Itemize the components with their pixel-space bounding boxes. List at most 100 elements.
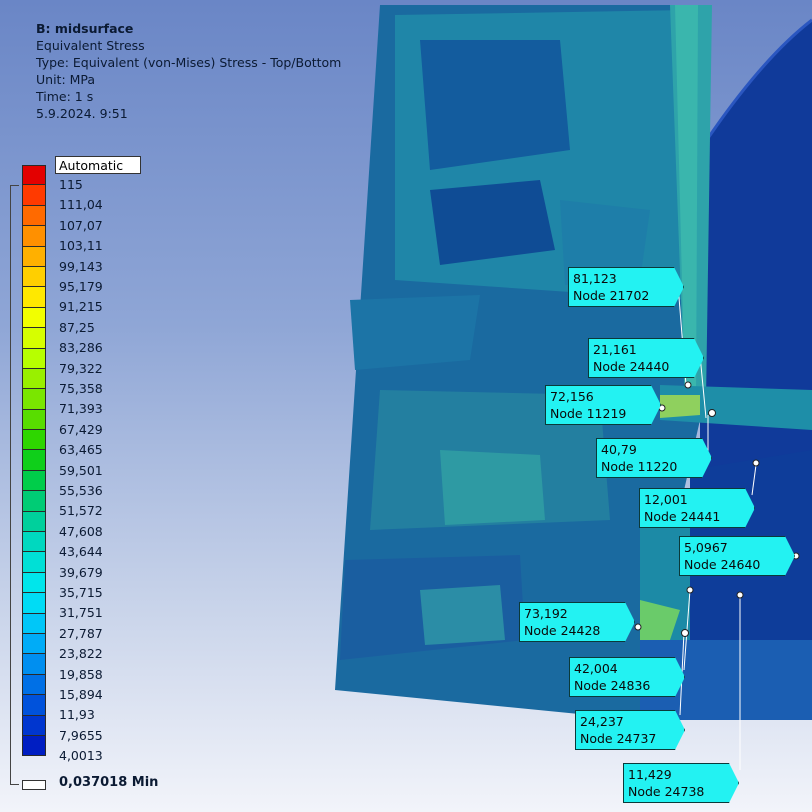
probe-value: 5,0967	[684, 540, 728, 555]
legend-level-label: 59,501	[59, 462, 103, 478]
legend-level-label: 79,322	[59, 360, 103, 376]
analysis-title: B: midsurface	[36, 21, 134, 36]
legend-swatch	[22, 491, 46, 512]
probe-value: 40,79	[601, 442, 637, 457]
legend-mode-combo[interactable]: Automatic	[55, 156, 141, 174]
legend-swatch	[22, 389, 46, 410]
probe-value: 42,004	[574, 661, 618, 676]
legend-level-label: 107,07	[59, 217, 103, 233]
result-type: Type: Equivalent (von-Mises) Stress - To…	[36, 55, 342, 70]
legend-level-label: 67,429	[59, 421, 103, 437]
legend-level-label: 35,715	[59, 585, 103, 600]
legend-swatch	[22, 185, 46, 206]
probe-node: Node 24836	[574, 678, 651, 693]
probe-node: Node 24441	[644, 509, 721, 524]
result-date: 5.9.2024. 9:51	[36, 106, 128, 121]
legend-swatch	[22, 430, 46, 451]
result-name: Equivalent Stress	[36, 38, 145, 53]
legend-level-label: 111,04	[59, 197, 103, 213]
legend-level-label: 23,822	[59, 646, 103, 662]
legend-swatch	[22, 287, 46, 308]
legend-swatch	[22, 328, 46, 349]
legend-swatch	[22, 735, 46, 757]
legend-swatch	[22, 674, 46, 696]
probe-value: 81,123	[573, 271, 617, 286]
legend-swatch	[22, 226, 46, 247]
legend-swatch	[22, 633, 46, 655]
legend-level-label: 87,25	[59, 319, 95, 335]
legend-swatch	[22, 368, 46, 390]
legend-swatch	[22, 654, 46, 675]
probe-node: Node 11219	[550, 406, 627, 421]
probe-value: 73,192	[524, 606, 568, 621]
legend-level-label: 63,465	[59, 442, 103, 458]
probe-node: Node 24640	[684, 557, 761, 572]
result-unit: Unit: MPa	[36, 72, 96, 87]
result-header: B: midsurface Equivalent Stress Type: Eq…	[36, 20, 341, 122]
legend-swatch	[22, 532, 46, 553]
probe-node: Node 24738	[628, 784, 705, 799]
legend-swatch	[22, 552, 46, 573]
legend-swatch	[22, 695, 46, 716]
legend-level-label: 4,0013	[59, 748, 103, 764]
legend-min-label: 0,037018 Min	[59, 775, 159, 790]
legend-swatch	[22, 511, 46, 533]
legend-swatch	[22, 715, 46, 736]
probe-value: 11,429	[628, 767, 672, 782]
probe-node: Node 24440	[593, 359, 670, 374]
legend-level-label: 71,393	[59, 401, 103, 417]
legend-level-label: 27,787	[59, 625, 103, 641]
result-time: Time: 1 s	[36, 89, 94, 104]
probe-node: Node 24428	[524, 623, 601, 638]
legend-swatch	[22, 165, 46, 186]
legend-level-label: 55,536	[59, 483, 103, 498]
legend-swatch	[22, 246, 46, 267]
legend-swatch	[22, 205, 46, 227]
legend-level-label: 7,9655	[59, 727, 103, 743]
legend-level-label: 31,751	[59, 605, 103, 621]
legend-level-label: 47,608	[59, 523, 103, 539]
probe-value: 72,156	[550, 389, 594, 404]
probe-value: 24,237	[580, 714, 624, 729]
probe-node: Node 24737	[580, 731, 657, 746]
legend-color-bar[interactable]	[22, 165, 46, 757]
legend-swatch	[22, 470, 46, 492]
legend-level-label: 15,894	[59, 687, 103, 702]
probe-value: 21,161	[593, 342, 637, 357]
probe-node: Node 11220	[601, 459, 678, 474]
legend-swatch	[22, 348, 46, 369]
legend-level-label: 103,11	[59, 238, 103, 254]
legend-min-swatch	[22, 780, 46, 790]
legend-level-label: 91,215	[59, 299, 103, 315]
legend-level-label: 39,679	[59, 564, 103, 580]
legend-level-label: 95,179	[59, 279, 103, 294]
legend-swatch	[22, 307, 46, 329]
legend-bracket	[10, 185, 19, 785]
legend-level-label: 83,286	[59, 340, 103, 356]
legend-level-label: 19,858	[59, 666, 103, 682]
legend-swatch	[22, 593, 46, 614]
legend-level-label: 115	[59, 177, 83, 192]
legend-swatch	[22, 572, 46, 594]
legend-swatch	[22, 266, 46, 288]
legend-swatch	[22, 450, 46, 471]
legend-level-label: 11,93	[59, 707, 95, 723]
legend-level-label: 99,143	[59, 258, 103, 274]
legend-level-label: 51,572	[59, 503, 103, 519]
legend-swatch	[22, 613, 46, 634]
legend-level-label: 43,644	[59, 544, 103, 560]
legend-level-label: 75,358	[59, 381, 103, 396]
legend-swatch	[22, 409, 46, 431]
probe-value: 12,001	[644, 492, 688, 507]
